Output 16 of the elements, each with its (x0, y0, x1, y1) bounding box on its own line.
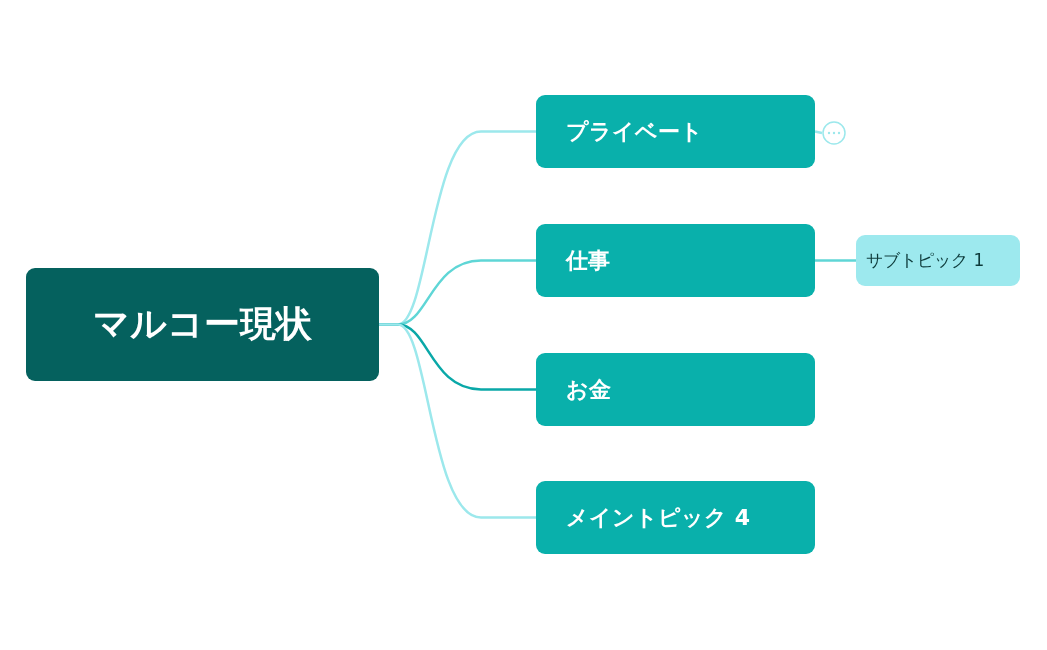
topic-label: サブトピック 1 (866, 249, 985, 272)
topic-label: マルコー現状 (93, 302, 312, 346)
branch-line (379, 323, 536, 519)
branch-line (814, 130, 823, 135)
collapsed-topics-icon (822, 121, 846, 145)
topic-label: 仕事 (566, 246, 610, 275)
topic-label: プライベート (566, 117, 703, 146)
main-topic-box (536, 224, 815, 297)
topic-label: メイントピック 4 (566, 503, 750, 532)
central-topic-box (26, 268, 379, 381)
main-topic-box (536, 481, 815, 554)
topic-label: お金 (566, 375, 611, 404)
subtopic-box (856, 235, 1020, 286)
branch-line (815, 259, 856, 262)
main-topic-box (536, 95, 815, 168)
main-topic-box (536, 353, 815, 426)
